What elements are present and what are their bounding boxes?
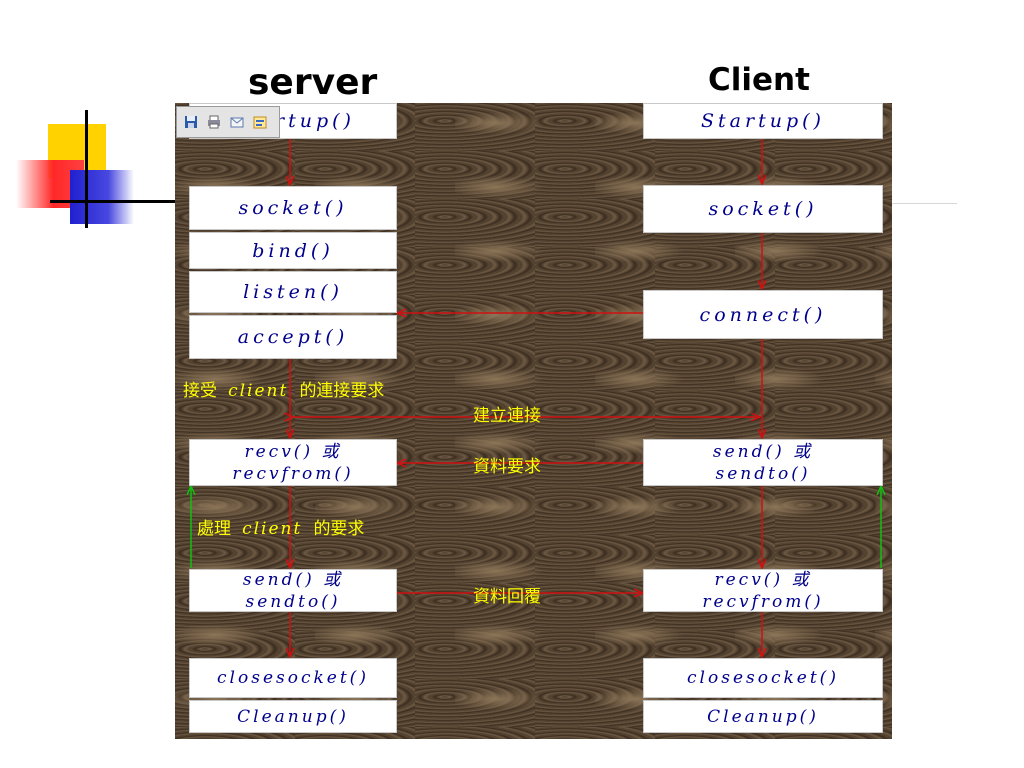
client-startup-label: Startup() [701, 110, 825, 132]
server-recv-box: recv() 或 recvfrom() [189, 439, 397, 486]
client-send-label-1: send() 或 [712, 441, 814, 462]
data-request-label: 資料要求 [473, 457, 541, 477]
arrow-layer [175, 138, 892, 739]
socket-flow-diagram: Startup() socket() bind() listen() accep… [175, 103, 892, 739]
client-recv-box: recv() 或 recvfrom() [643, 569, 883, 612]
image-toolbar [176, 106, 280, 138]
client-recv-label-2: recvfrom() [702, 591, 824, 612]
server-bind-label: bind() [252, 239, 334, 262]
server-accept-box: accept() [189, 315, 397, 359]
server-recv-label-1: recv() 或 [244, 441, 342, 462]
server-recv-label-2: recvfrom() [232, 463, 354, 484]
server-cleanup-box: Cleanup() [189, 700, 397, 733]
accept-prefix-text: 接受 [183, 381, 217, 401]
decorative-vertical-line [85, 110, 88, 228]
accept-request-label: 接受 client 的連接要求 [183, 376, 384, 401]
server-listen-label: listen() [243, 281, 343, 303]
server-listen-box: listen() [189, 271, 397, 313]
client-cleanup-label: Cleanup() [707, 706, 819, 727]
data-reply-label: 資料回覆 [473, 587, 541, 607]
server-socket-box: socket() [189, 186, 397, 230]
accept-suffix-text: 的連接要求 [299, 381, 385, 401]
email-icon[interactable] [227, 113, 246, 132]
client-socket-label: socket() [708, 198, 818, 220]
server-send-box: send() 或 sendto() [189, 569, 397, 612]
server-cleanup-label: Cleanup() [237, 706, 349, 727]
client-closesocket-box: closesocket() [643, 658, 883, 698]
accept-client-text: client [228, 381, 289, 401]
decorative-gray-line [885, 203, 957, 204]
client-title: Client [708, 62, 810, 98]
client-recv-label-1: recv() 或 [714, 569, 812, 590]
process-prefix-text: 處理 [197, 519, 231, 539]
client-socket-box: socket() [643, 185, 883, 233]
server-bind-box: bind() [189, 232, 397, 269]
server-socket-label: socket() [238, 197, 348, 219]
server-send-label-2: sendto() [245, 591, 341, 612]
server-accept-label: accept() [237, 326, 349, 348]
client-cleanup-box: Cleanup() [643, 700, 883, 733]
process-client-text: client [242, 519, 303, 539]
establish-connection-label: 建立連接 [473, 406, 541, 426]
decorative-horizontal-line [50, 200, 175, 203]
process-suffix-text: 的要求 [313, 519, 365, 539]
client-closesocket-label: closesocket() [687, 668, 839, 688]
server-closesocket-box: closesocket() [189, 658, 397, 698]
server-title: server [248, 62, 378, 103]
server-closesocket-label: closesocket() [217, 668, 369, 688]
save-icon[interactable] [181, 113, 200, 132]
print-icon[interactable] [204, 113, 223, 132]
server-send-label-1: send() 或 [242, 569, 344, 590]
client-startup-box: Startup() [643, 103, 883, 139]
decorative-blue-square [70, 170, 134, 224]
edit-icon[interactable] [250, 113, 269, 132]
client-send-label-2: sendto() [715, 463, 811, 484]
client-send-box: send() 或 sendto() [643, 439, 883, 486]
client-connect-box: connect() [643, 290, 883, 339]
client-connect-label: connect() [699, 303, 827, 326]
process-request-label: 處理 client 的要求 [197, 514, 364, 539]
